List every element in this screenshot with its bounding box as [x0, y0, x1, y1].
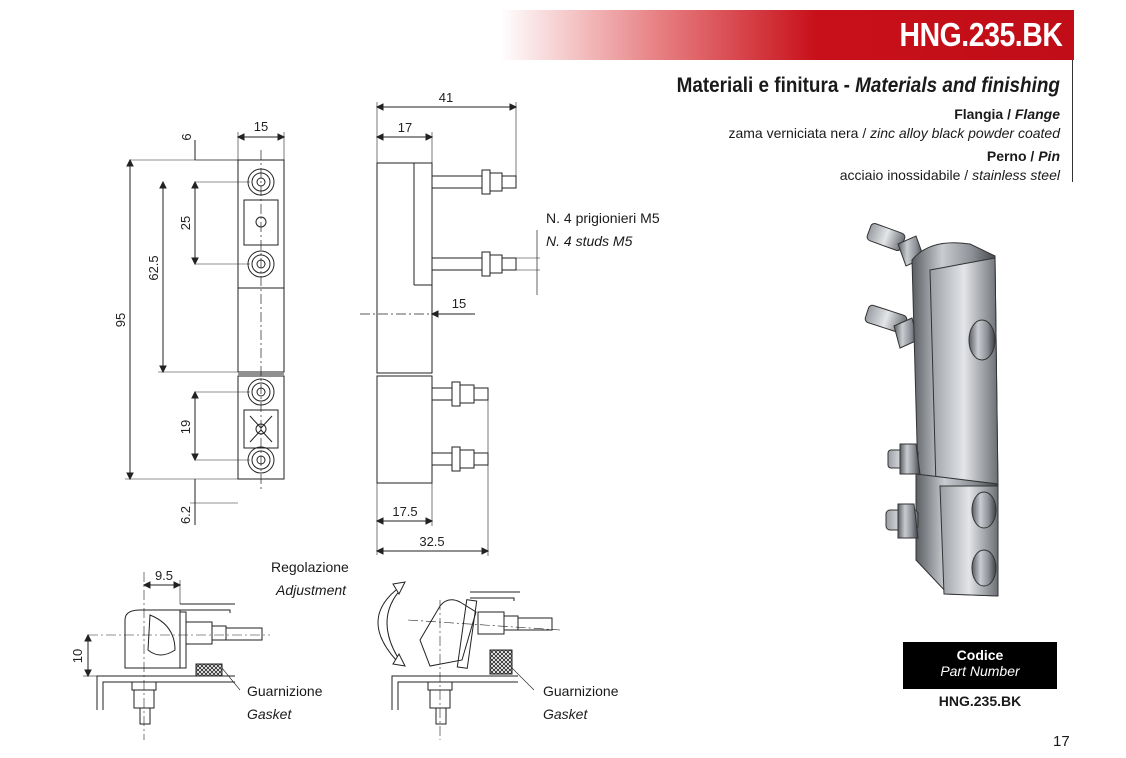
gasket-note-right-it: Guarnizione: [543, 683, 619, 699]
pin-label: Perno / Pin: [987, 148, 1060, 164]
flange-label: Flangia / Flange: [954, 106, 1060, 122]
front-view: [125, 132, 286, 525]
pin-label-en: Pin: [1038, 148, 1060, 164]
flange-label-it: Flangia /: [954, 106, 1011, 122]
section-view-left: [83, 572, 270, 740]
dim-side-flange-width: 17: [398, 120, 412, 135]
product-photo: [864, 223, 999, 597]
dim-front-hole-spacing-top: 25: [178, 216, 193, 230]
pin-label-it: Perno /: [986, 148, 1035, 164]
gasket-note-left-en: Gasket: [247, 706, 291, 722]
dim-front-bottom-offset: 6.2: [178, 506, 193, 524]
materials-title: Materiali e finitura - Materials and fin…: [677, 74, 1060, 98]
studs-note-en: N. 4 studs M5: [546, 233, 632, 249]
adjust-note-en: Adjustment: [276, 582, 346, 598]
dim-front-top-offset: 6: [179, 133, 194, 140]
page-number: 17: [1053, 733, 1070, 750]
dim-front-total-height: 95: [113, 313, 128, 327]
pin-desc: acciaio inossidabile / stainless steel: [840, 167, 1060, 183]
dim-front-hole-spacing-bottom: 19: [178, 420, 193, 434]
gasket-note-right-en-text: Gasket: [543, 706, 588, 722]
flange-desc-it: zama verniciata nera /: [728, 125, 867, 141]
dim-side-total-width: 41: [439, 90, 453, 105]
code-label-en: Part Number: [940, 663, 1020, 679]
dim-side-pin-center: 15: [452, 296, 466, 311]
dim-side-bottom-flange: 17.5: [392, 504, 417, 519]
header-divider: [1072, 60, 1073, 182]
flange-desc-en: zinc alloy black powder coated: [870, 125, 1060, 141]
product-code-title: HNG.235.BK: [899, 16, 1062, 53]
studs-note-en-text: N. 4 studs M5: [546, 233, 633, 249]
dim-section-height: 10: [70, 649, 85, 663]
side-view: [360, 102, 540, 556]
gasket-note-right-en: Gasket: [543, 706, 587, 722]
pin-desc-en: stainless steel: [972, 167, 1060, 183]
dim-front-hole-to-hole: 62.5: [146, 255, 161, 280]
dim-section-width: 9.5: [155, 568, 173, 583]
dim-front-top-width: 15: [254, 119, 268, 134]
adjust-note-it: Regolazione: [271, 559, 349, 575]
part-code-box: Codice Part Number: [903, 642, 1057, 689]
flange-label-en: Flange: [1014, 106, 1060, 122]
studs-note-it: N. 4 prigionieri M5: [546, 210, 660, 226]
materials-title-it: Materiali e finitura -: [676, 74, 850, 97]
dim-side-bottom-total: 32.5: [419, 534, 444, 549]
pin-desc-it: acciaio inossidabile /: [839, 167, 969, 183]
gasket-note-left-en-text: Gasket: [247, 706, 292, 722]
part-number: HNG.235.BK: [938, 693, 1022, 709]
materials-title-en: Materials and finishing: [855, 74, 1060, 97]
section-view-right: [377, 581, 561, 740]
gasket-note-left-it: Guarnizione: [247, 683, 323, 699]
flange-desc: zama verniciata nera / zinc alloy black …: [728, 125, 1060, 141]
adjust-note-en-text: Adjustment: [276, 582, 347, 598]
header-banner: HNG.235.BK: [500, 10, 1074, 60]
code-label-it: Codice: [956, 647, 1004, 663]
